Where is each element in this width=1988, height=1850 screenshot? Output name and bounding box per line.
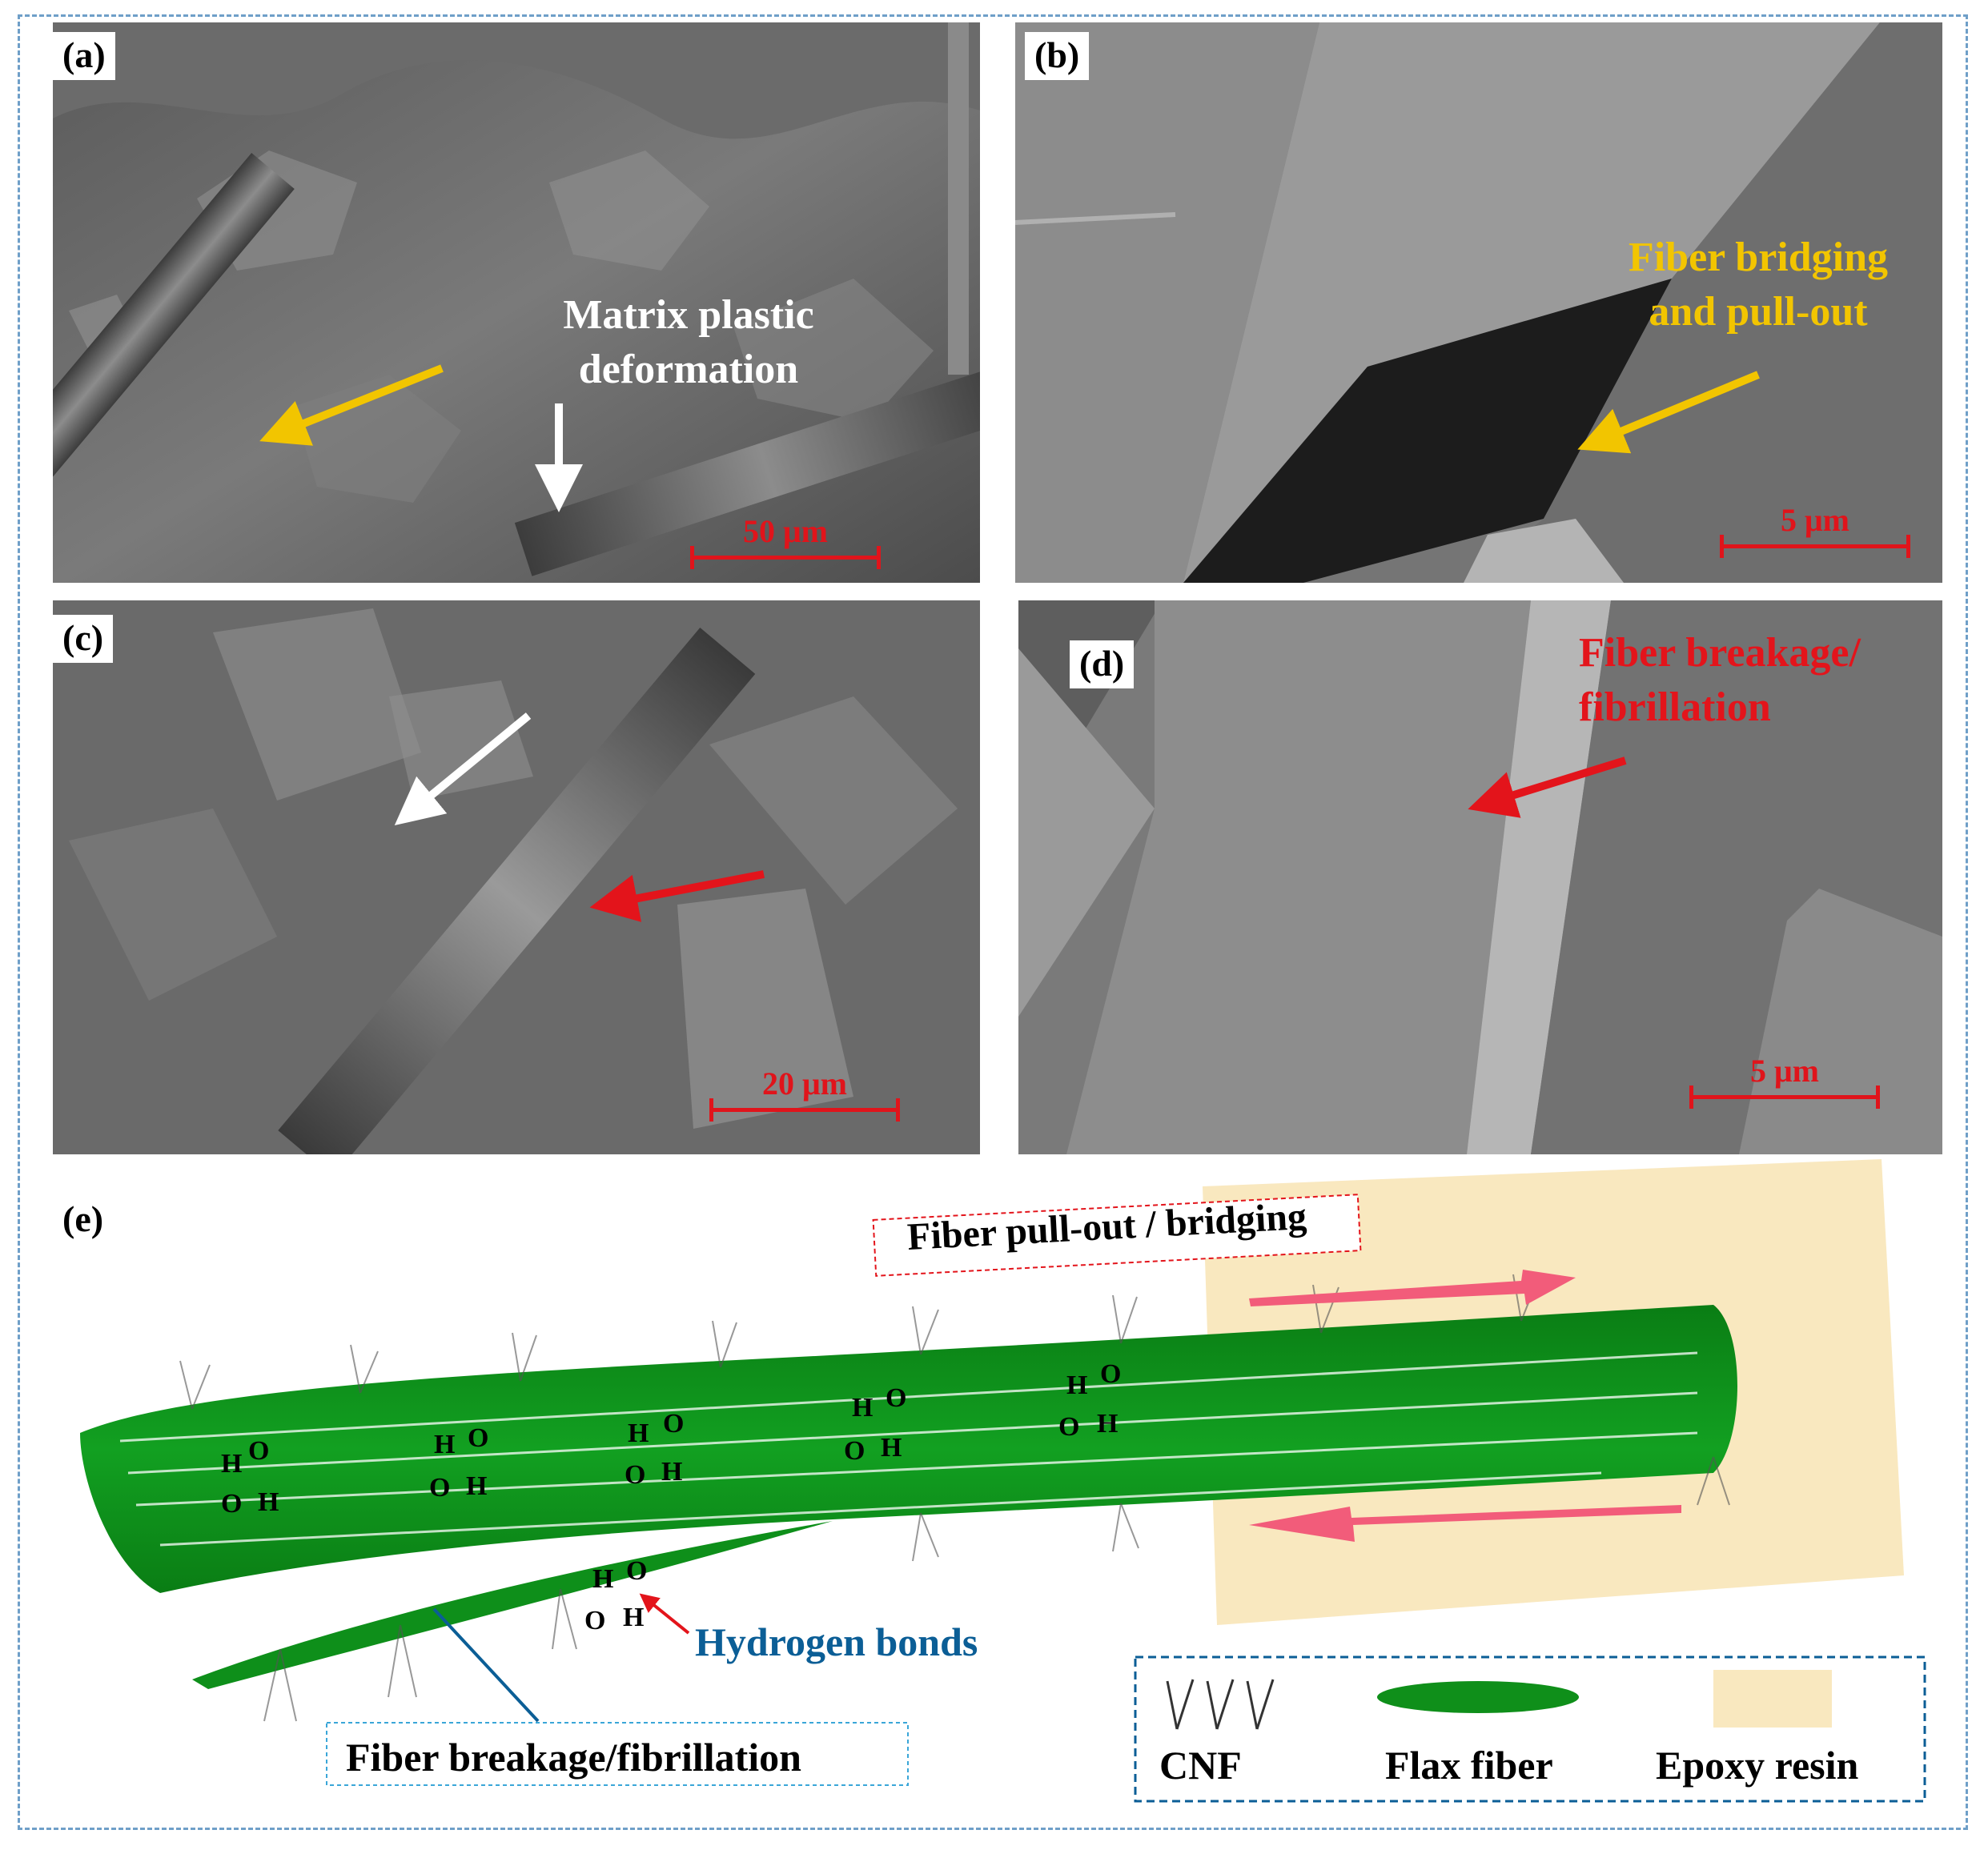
scale-bar-a: 50 μm bbox=[690, 512, 881, 569]
scale-label-d: 5 μm bbox=[1750, 1053, 1819, 1089]
atom-h: H bbox=[1066, 1370, 1088, 1400]
red-arrow-c bbox=[589, 870, 765, 922]
annotation-line-1: Matrix plastic bbox=[563, 292, 814, 338]
panel-label-e: (e) bbox=[62, 1198, 104, 1239]
flax-fiber-main bbox=[80, 1305, 1737, 1593]
atom-h: H bbox=[623, 1603, 645, 1632]
scale-label-a: 50 μm bbox=[743, 513, 828, 549]
yellow-arrow-b bbox=[1577, 371, 1760, 454]
atom-h: H bbox=[466, 1471, 488, 1501]
hbond-pointer-arrow bbox=[639, 1593, 690, 1635]
atom-o: O bbox=[626, 1556, 648, 1586]
panel-label-d: (d) bbox=[1070, 640, 1135, 688]
legend-box bbox=[1134, 1655, 1926, 1803]
annotation-line-2: deformation bbox=[578, 347, 799, 392]
atom-o: O bbox=[625, 1460, 646, 1490]
breakage-label: Fiber breakage/fibrillation bbox=[346, 1735, 801, 1780]
legend-epoxy-swatch bbox=[1713, 1670, 1832, 1728]
atom-o: O bbox=[1100, 1359, 1122, 1389]
scale-bar-d: 5 μm bbox=[1689, 1052, 1880, 1109]
atom-o: O bbox=[886, 1383, 907, 1413]
legend-flax-label: Flax fiber bbox=[1385, 1743, 1553, 1788]
atom-o: O bbox=[1058, 1412, 1080, 1442]
panel-label-c: (c) bbox=[53, 615, 114, 663]
breakage-label-box bbox=[326, 1722, 909, 1786]
atom-o: O bbox=[468, 1423, 489, 1453]
pullout-arrow-left bbox=[1249, 1505, 1681, 1542]
atom-o: O bbox=[429, 1473, 451, 1503]
atom-o: O bbox=[663, 1409, 685, 1439]
atom-h: H bbox=[881, 1433, 902, 1463]
scale-label-b: 5 μm bbox=[1781, 502, 1849, 538]
annotation-fiber-bridging: Fiber bridging and pull-out bbox=[1582, 231, 1934, 339]
figure-frame bbox=[18, 14, 1968, 1830]
annotation-fiber-breakage: Fiber breakage/ fibrillation bbox=[1579, 626, 1931, 735]
legend-cnf-label: CNF bbox=[1159, 1743, 1242, 1788]
atom-h: H bbox=[661, 1457, 683, 1487]
hydroxyl-group-4: H O O H bbox=[844, 1385, 916, 1465]
pullout-label-box bbox=[872, 1194, 1362, 1277]
legend-cnf-swatch bbox=[1166, 1679, 1275, 1730]
flax-fiber-streaks bbox=[119, 1351, 1698, 1547]
atom-h: H bbox=[852, 1393, 874, 1423]
white-arrow-c bbox=[394, 712, 532, 826]
sem-panel-c bbox=[53, 600, 980, 1154]
annotation-line-2: fibrillation bbox=[1579, 684, 1771, 730]
red-arrow-d bbox=[1468, 756, 1627, 818]
hydroxyl-group-2: H O O H bbox=[429, 1425, 501, 1505]
hydroxyl-group-1: H O O H bbox=[221, 1438, 293, 1518]
atom-o: O bbox=[221, 1489, 243, 1519]
atom-h: H bbox=[221, 1449, 243, 1479]
sem-image-c bbox=[53, 600, 980, 1154]
pullout-arrow-right bbox=[1249, 1270, 1576, 1306]
atom-h: H bbox=[1097, 1409, 1119, 1439]
atom-h: H bbox=[592, 1564, 614, 1594]
sem-panel-b bbox=[1015, 22, 1942, 583]
legend-epoxy-label: Epoxy resin bbox=[1656, 1743, 1859, 1788]
annotation-matrix-plastic-deformation: Matrix plastic deformation bbox=[528, 288, 849, 397]
annotation-line-1: Fiber breakage/ bbox=[1579, 630, 1861, 676]
sem-image-b bbox=[1015, 22, 1942, 583]
atom-o: O bbox=[584, 1606, 606, 1635]
annotation-line-1: Fiber bridging bbox=[1628, 235, 1889, 280]
scale-bar-c: 20 μm bbox=[709, 1065, 900, 1122]
hbond-label: Hydrogen bonds bbox=[695, 1619, 978, 1664]
sem-panel-a bbox=[53, 22, 980, 583]
panel-label-a: (a) bbox=[53, 32, 115, 80]
flax-fibril-broken bbox=[192, 1521, 833, 1689]
annotation-line-2: and pull-out bbox=[1649, 289, 1868, 335]
atom-h: H bbox=[258, 1487, 279, 1517]
panel-label-b: (b) bbox=[1025, 32, 1090, 80]
atom-o: O bbox=[844, 1436, 865, 1466]
legend-flax-swatch bbox=[1377, 1681, 1579, 1713]
hydroxyl-group-3: H O O H bbox=[625, 1411, 697, 1491]
scale-label-c: 20 μm bbox=[762, 1065, 847, 1102]
atom-h: H bbox=[434, 1430, 456, 1459]
scale-bar-b: 5 μm bbox=[1720, 501, 1910, 558]
atom-h: H bbox=[628, 1419, 649, 1448]
hydroxyl-group-fibril: H O O H bbox=[584, 1558, 657, 1638]
hydroxyl-group-5: H O O H bbox=[1058, 1361, 1131, 1441]
sem-image-a bbox=[53, 22, 980, 583]
breakage-pointer-line bbox=[432, 1607, 540, 1723]
yellow-arrow-a bbox=[259, 364, 444, 446]
atom-o: O bbox=[248, 1436, 270, 1466]
